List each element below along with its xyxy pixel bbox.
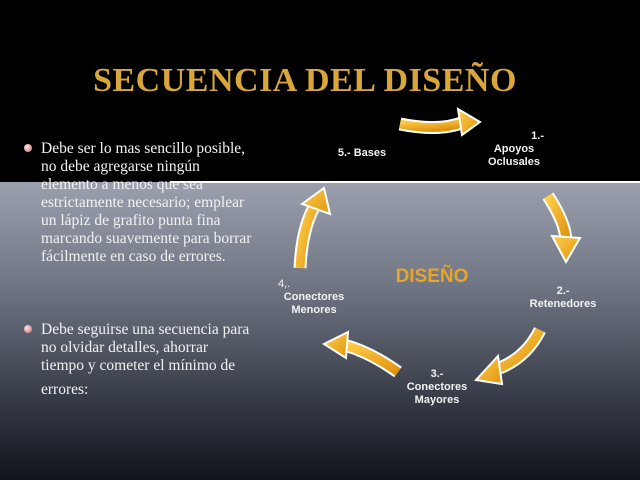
step-4-line: 4,. — [278, 278, 291, 290]
step-1-line: Apoyos — [493, 143, 535, 155]
step-label-2: 2.- Retenedores — [516, 285, 610, 311]
cycle-arrow-5-to-1 — [398, 107, 482, 137]
cycle-arrow-1-to-2 — [542, 192, 582, 265]
step-3-line: Mayores — [414, 394, 460, 406]
cycle-arrow-4-to-5 — [293, 186, 332, 269]
step-label-4: 4,. Conectores Menores — [270, 278, 358, 317]
step-1-line: 1.- — [531, 130, 544, 142]
cycle-arrow-3-to-4 — [321, 330, 402, 378]
bullet-list: Debe ser lo mas sencillo posible, no deb… — [22, 140, 252, 399]
step-4-line: Conectores — [283, 291, 345, 303]
bullet-dot-icon — [24, 325, 32, 333]
slide-upper-background — [0, 0, 640, 182]
bullet-item: Debe ser lo mas sencillo posible, no deb… — [22, 140, 252, 266]
step-label-3: 3.- Conectores Mayores — [394, 368, 480, 407]
cycle-arrow-2-to-3 — [473, 326, 546, 386]
step-label-5: 5.- Bases — [324, 147, 400, 160]
step-1-line: Oclusales — [488, 156, 540, 168]
bullet-text: Debe seguirse una secuencia para no olvi… — [41, 321, 250, 374]
step-label-1: 1.- Apoyos Oclusales — [474, 130, 554, 169]
bullet-text-last-line: errores: — [41, 381, 89, 398]
step-2-line: 2.- — [556, 285, 570, 297]
step-3-line: 3.- — [430, 368, 444, 380]
bullet-dot-icon — [24, 144, 32, 152]
bullet-text: Debe ser lo mas sencillo posible, no deb… — [41, 140, 252, 265]
step-2-line: Retenedores — [529, 298, 597, 310]
step-3-line: Conectores — [406, 381, 468, 393]
diagram-center-label: DISEÑO — [395, 266, 469, 287]
divider-line — [170, 181, 640, 183]
step-5-line: 5.- Bases — [337, 147, 387, 159]
step-4-line: Menores — [291, 304, 337, 316]
slide-title: SECUENCIA DEL DISEÑO — [93, 62, 517, 99]
bullet-item: Debe seguirse una secuencia para no olvi… — [22, 321, 252, 399]
